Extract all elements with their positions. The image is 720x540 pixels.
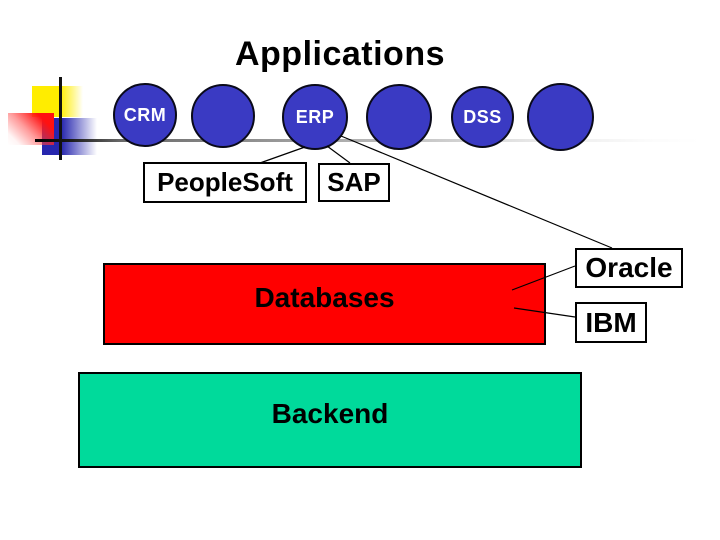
databases-label: Databases [254, 282, 395, 313]
app-circle-erp-label: ERP [295, 106, 335, 127]
backend-box: Backend [78, 372, 582, 468]
ibm-box: IBM [575, 302, 647, 343]
databases-box: Databases [103, 263, 546, 345]
app-circle-dss-label: DSS [463, 106, 502, 127]
connector-erp-peoplesoft [259, 146, 306, 164]
sap-box: SAP [318, 163, 390, 202]
app-circle-dss: DSS [451, 86, 514, 148]
decoration-yellow-square [32, 86, 83, 117]
sap-label: SAP [327, 167, 381, 197]
app-circle-crm: CRM [113, 83, 177, 147]
decoration-vertical-line [59, 77, 62, 160]
connector-erp-sap [326, 145, 351, 164]
backend-label: Backend [271, 398, 389, 429]
oracle-box: Oracle [575, 248, 683, 288]
oracle-label: Oracle [585, 252, 673, 283]
app-circle-4 [366, 84, 432, 150]
peoplesoft-label: PeopleSoft [157, 167, 293, 197]
app-circle-2 [191, 84, 255, 148]
app-circle-erp: ERP [282, 84, 348, 150]
slide-title: Applications [234, 35, 446, 73]
ibm-label: IBM [585, 306, 637, 338]
peoplesoft-box: PeopleSoft [143, 162, 307, 203]
app-circle-6 [527, 83, 594, 151]
app-circle-crm-label: CRM [123, 104, 167, 125]
